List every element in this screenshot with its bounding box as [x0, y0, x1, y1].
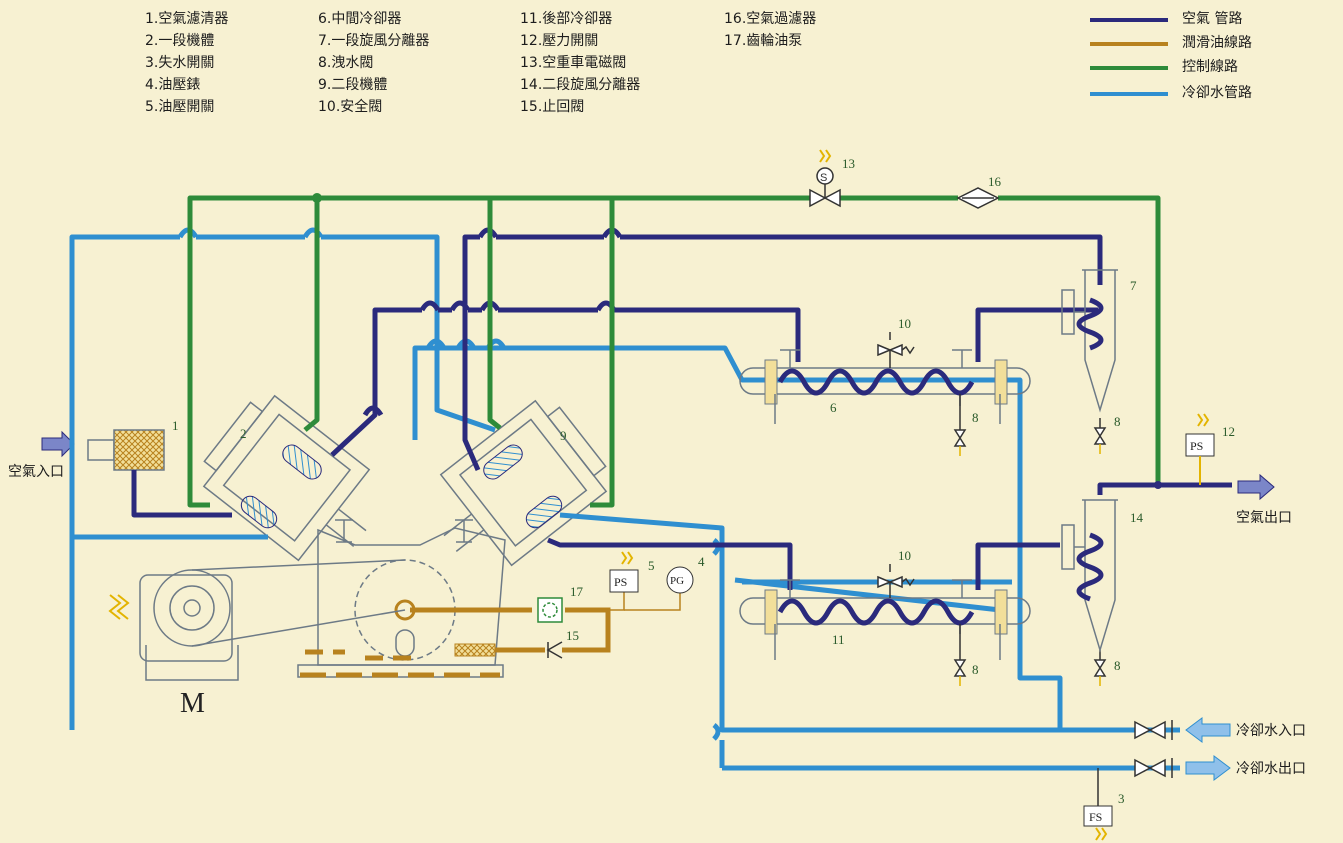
label-2: 2	[240, 426, 247, 441]
gear-oil-pump	[537, 597, 563, 623]
component-item: 10.安全閥	[318, 99, 383, 115]
component-item: 5.油壓開關	[145, 99, 215, 115]
label-14: 14	[1130, 510, 1144, 525]
oil-pressure-taps	[608, 592, 681, 611]
legend-swatch-air	[1090, 18, 1168, 22]
line-legend: 空氣 管路 潤滑油線路 控制線路 冷卻水管路	[1090, 8, 1330, 108]
legend-label-water: 冷卻水管路	[1182, 85, 1252, 101]
label-12: 12	[1222, 424, 1235, 439]
air-filter	[87, 429, 165, 471]
component-item: 9.二段機體	[318, 77, 388, 93]
component-item: 15.止回閥	[520, 99, 585, 115]
legend-swatch-control	[1090, 66, 1168, 70]
cooling-water-lines	[69, 234, 1180, 771]
component-item: 8.洩水閥	[318, 55, 374, 71]
component-item: 7.一段旋風分離器	[318, 33, 430, 49]
control-lines	[187, 195, 1161, 508]
label-4: 4	[698, 554, 705, 569]
oil-pressure-gauge	[666, 566, 694, 594]
pg-text: PG	[670, 575, 684, 587]
motor-label: M	[180, 688, 205, 719]
component-item: 13.空重車電磁閥	[520, 55, 627, 71]
air-lines	[131, 234, 1232, 590]
air-junction	[1154, 481, 1162, 489]
label-16: 16	[988, 174, 1002, 189]
label-13: 13	[842, 156, 855, 171]
component-list-col3: 11.後部冷卻器 12.壓力開關 13.空重車電磁閥 14.二段旋風分離器 15…	[520, 8, 640, 118]
unloader-solenoid-valve: S	[809, 149, 841, 208]
safety-valve-aftercooler	[877, 564, 915, 598]
water-outlet-valve	[1134, 758, 1173, 778]
label-7: 7	[1130, 278, 1137, 293]
label-6: 6	[830, 400, 837, 415]
legend-swatch-water	[1090, 92, 1168, 96]
oil-strainer	[454, 643, 496, 657]
line-air-filter	[956, 187, 1000, 209]
air-inlet-label: 空氣入口	[8, 464, 64, 480]
label-3: 3	[1118, 791, 1125, 806]
ps-text-2: PS	[1190, 439, 1203, 453]
component-list-col4: 16.空氣過濾器 17.齒輪油泵	[724, 8, 816, 52]
label-11: 11	[832, 632, 845, 647]
air-outlet-label: 空氣出口	[1236, 510, 1292, 526]
stage1-intercooler-coil	[240, 444, 563, 529]
label-9: 9	[560, 428, 567, 443]
component-item: 2.一段機體	[145, 33, 215, 49]
oil-pressure-switch	[609, 569, 639, 593]
component-list-col2: 6.中間冷卻器 7.一段旋風分離器 8.洩水閥 9.二段機體 10.安全閥	[318, 8, 429, 118]
flow-switch	[1083, 805, 1113, 827]
air-crossover-bumps	[362, 227, 623, 417]
intercooler	[739, 349, 1031, 424]
air-outlet-arrow	[1237, 473, 1275, 501]
legend-label-oil: 潤滑油線路	[1182, 35, 1252, 51]
aftercooler	[739, 579, 1031, 660]
safety-valve-intercooler	[877, 332, 915, 368]
component-item: 11.後部冷卻器	[520, 11, 613, 27]
label-15: 15	[566, 628, 579, 643]
legend-swatch-oil	[1090, 42, 1168, 46]
component-item: 1.空氣濾清器	[145, 11, 229, 27]
label-10b: 10	[898, 548, 911, 563]
label-8a: 8	[972, 410, 979, 425]
fs-text: FS	[1089, 810, 1102, 824]
pressure-switch-power-icon	[1197, 413, 1210, 427]
motor-power-icon	[108, 594, 130, 620]
label-8d: 8	[1114, 658, 1121, 673]
label-8c: 8	[972, 662, 979, 677]
water-inlet-label: 冷卻水入口	[1236, 723, 1306, 739]
label-5: 5	[648, 558, 655, 573]
component-list-col1: 1.空氣濾清器 2.一段機體 3.失水開關 4.油壓錶 5.油壓開關	[145, 8, 228, 118]
legend-label-control: 控制線路	[1182, 59, 1238, 75]
water-inlet-valve	[1134, 720, 1173, 740]
label-10a: 10	[898, 316, 911, 331]
ps-power-icon	[621, 551, 634, 565]
legend-label-air: 空氣 管路	[1182, 11, 1243, 27]
label-8b: 8	[1114, 414, 1121, 429]
component-item: 16.空氣過濾器	[724, 11, 817, 27]
drain-valves	[953, 394, 1107, 686]
component-item: 12.壓力開關	[520, 33, 599, 49]
motor	[139, 559, 406, 681]
component-item: 6.中間冷卻器	[318, 11, 402, 27]
check-valve	[546, 641, 563, 659]
water-outlet-arrow	[1185, 755, 1231, 781]
component-item: 4.油壓錶	[145, 77, 201, 93]
label-17: 17	[570, 584, 584, 599]
flow-switch-power-icon	[1095, 827, 1108, 841]
component-item: 17.齒輪油泵	[724, 33, 803, 49]
component-item: 14.二段旋風分離器	[520, 77, 641, 93]
component-item: 3.失水開關	[145, 55, 215, 71]
stage1-cyclone-separator	[1061, 269, 1118, 413]
ps-text: PS	[614, 575, 627, 589]
control-junction	[312, 193, 322, 203]
water-outlet-label: 冷卻水出口	[1236, 761, 1306, 777]
stage2-cyclone-separator	[1061, 499, 1118, 653]
compressor-body	[202, 394, 608, 678]
air-inlet-arrow	[41, 430, 75, 458]
label-1: 1	[172, 418, 179, 433]
water-inlet-arrow	[1185, 717, 1231, 743]
solenoid-symbol: S	[820, 172, 827, 184]
